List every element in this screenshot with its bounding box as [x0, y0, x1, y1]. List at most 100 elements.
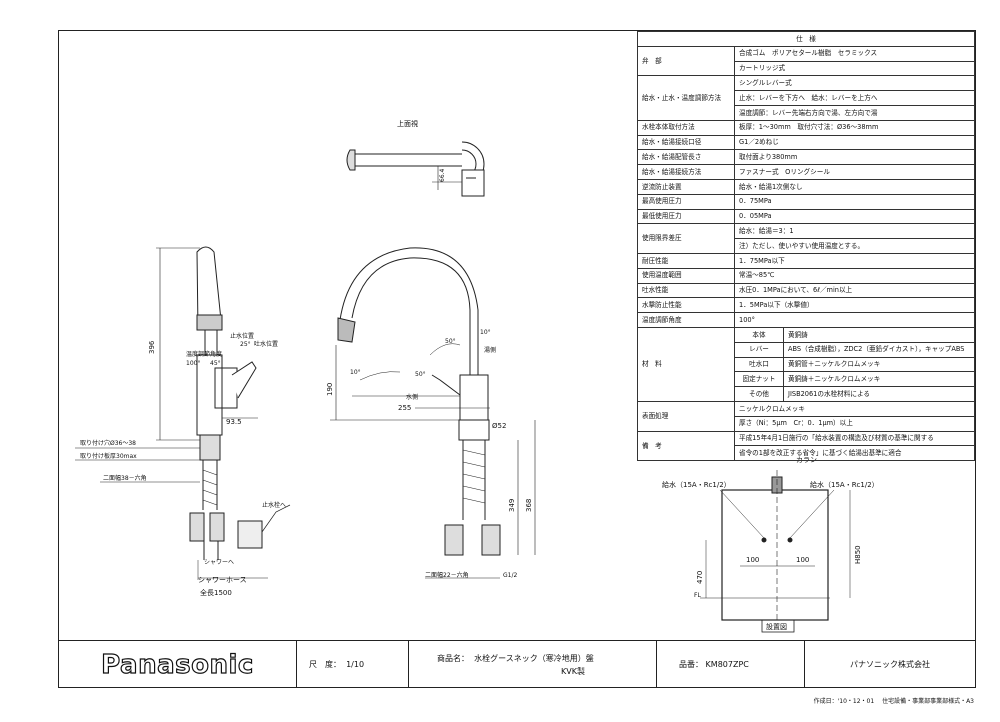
spec-row: 給水・給湯接続方法ファスナー式 Oリングシール — [637, 164, 975, 180]
dim-349: 349 — [508, 499, 516, 512]
company-cell: パナソニック株式会社 — [805, 641, 975, 688]
spec-row: 給水・給湯配管長さ取付面より380mm — [637, 149, 975, 166]
spec-label: 弁 部 — [637, 45, 735, 77]
angle-45-label: 45° — [210, 360, 221, 367]
material-value: 黄銅鋳＋ニッケルクロムメッキ — [783, 371, 975, 388]
spec-value: 止水：レバーを下方へ 給水：レバーを上方へ — [734, 90, 975, 106]
material-value: 黄銅鋳 — [783, 326, 975, 343]
g-half-label: G1/2 — [503, 572, 517, 579]
model-label: 品番： — [679, 660, 703, 669]
material-row: 材 料本体黄銅鋳 — [637, 326, 975, 402]
spec-label: 温度調節角度 — [637, 312, 735, 328]
spec-value: G1／2めねじ — [734, 134, 975, 151]
front-view — [330, 247, 536, 579]
dim-93-5: 93.5 — [226, 418, 242, 426]
spec-label: 吐水性能 — [637, 282, 735, 299]
shower-hose-label: シャワーホース — [198, 576, 247, 584]
spout-position-label: 吐水位置 — [254, 340, 278, 348]
spec-label: 備 考 — [637, 430, 735, 462]
spec-value: 板厚：1〜30mm 取付穴寸法：Ø36〜38mm — [734, 119, 975, 136]
cold-side-label: 水側 — [406, 393, 418, 401]
brand-cell: Panasonic — [59, 641, 297, 688]
spec-value: 厚さ（Ni：5μm Cr：0．1μm）以上 — [734, 415, 975, 432]
hot-water-valve-label: 止水栓へ — [262, 501, 286, 509]
angle-10-left: 10° — [350, 369, 361, 376]
material-value: 黄銅管＋ニッケルクロムメッキ — [783, 356, 975, 373]
angle-50-left: 50° — [415, 371, 426, 378]
product-label: 商品名： — [437, 653, 469, 663]
install-diagram — [700, 470, 851, 633]
spec-label: 給水・給湯配管長さ — [637, 149, 735, 166]
total-length-label: 全長1500 — [200, 588, 232, 597]
top-view — [346, 141, 485, 197]
angle-10-right: 10° — [480, 329, 491, 336]
material-value: JISB2061の水栓材料による — [783, 386, 975, 402]
spec-label: 耐圧性能 — [637, 252, 735, 269]
product-name: 水栓グースネック（寒冷地用）盤 — [474, 653, 594, 663]
hole-diameter-label: 取り付け穴Ø36〜38 — [80, 439, 136, 447]
material-part: レバー — [734, 341, 784, 358]
spec-value: 取付面より380mm — [734, 149, 975, 166]
spec-value: シングルレバー式 — [734, 75, 975, 92]
dim-190: 190 — [326, 383, 334, 396]
lever-angle-label: 温度調節角度 — [186, 350, 222, 358]
spec-header: 仕 様 — [637, 31, 975, 47]
top-view-label: 上面視 — [397, 119, 418, 128]
plate-thickness-label: 取り付け板厚30max — [80, 452, 137, 460]
shower-to-label: シャワーへ — [204, 559, 234, 566]
spec-label: 給水・給湯接続方法 — [637, 164, 735, 180]
spec-table: 仕 様弁 部合成ゴム ポリアセタール樹脂 セラミックスカートリッジ式給水・止水・… — [637, 31, 975, 462]
model-number: KM807ZPC — [705, 660, 749, 669]
spec-value: 給水：給湯＝3：1 — [734, 223, 975, 240]
panasonic-logo: Panasonic — [101, 649, 254, 680]
spec-value: 給水・給湯1次側なし — [734, 178, 975, 195]
spec-value: 1．5MPa以下（水撃値） — [734, 297, 975, 314]
install-caption: 設置図 — [766, 622, 787, 631]
product-maker: KVK製 — [561, 666, 585, 676]
company-name: パナソニック株式会社 — [850, 660, 930, 669]
spec-label: 最高使用圧力 — [637, 193, 735, 210]
side-view — [75, 246, 291, 580]
spec-value: ファスナー式 Oリングシール — [734, 164, 975, 180]
spec-value: 常温〜85℃ — [734, 267, 975, 284]
stop-position-label: 止水位置 — [230, 332, 254, 340]
spec-header-row: 仕 様 — [637, 31, 975, 47]
spec-label: 逆流防止装置 — [637, 178, 735, 195]
dim-255: 255 — [398, 404, 411, 412]
spec-label: 使用限界差圧 — [637, 223, 735, 254]
material-part: 固定ナット — [734, 371, 784, 388]
dim-h850: H850 — [854, 545, 862, 564]
spec-value: 水圧0．1MPaにおいて、6ℓ／min以上 — [734, 282, 975, 299]
dim-470: 470 — [696, 571, 704, 584]
spec-row: 水栓本体取付方法板厚：1〜30mm 取付穴寸法：Ø36〜38mm — [637, 119, 975, 136]
spec-label: 水撃防止性能 — [637, 297, 735, 314]
footer-note: 作成日：'10・12・01 住宅設備・事業部事業部様式・A3 — [813, 698, 974, 705]
hex-width-left-label: 二面幅38－六角 — [103, 474, 147, 482]
spec-value: 100° — [734, 312, 975, 328]
dim-dia-52: Ø52 — [492, 422, 506, 430]
hot-side-label: 湯側 — [484, 346, 496, 354]
dim-100-a: 100 — [746, 556, 759, 564]
material-part: 吐水口 — [734, 356, 784, 373]
spec-value: 0．75MPa — [734, 193, 975, 210]
dim-100-b: 100 — [796, 556, 809, 564]
spec-row: 使用限界差圧給水：給湯＝3：1 — [637, 223, 975, 254]
water-left-label: 給水（15A・Rc1/2） — [662, 480, 731, 489]
material-part: 本体 — [734, 326, 784, 343]
water-right-label: 給水（15A・Rc1/2） — [810, 480, 879, 489]
spec-value: 合成ゴム ポリアセタール樹脂 セラミックス — [734, 45, 975, 62]
scale-label: 尺 度： — [309, 660, 341, 669]
spec-value: 温度調節：レバー先端右方向で湯、左方向で湯 — [734, 104, 975, 121]
fl-label: FL — [694, 592, 701, 599]
model-cell: 品番： KM807ZPC — [657, 641, 805, 688]
spec-row: 使用温度範囲常温〜85℃ — [637, 267, 975, 284]
spec-label: 使用温度範囲 — [637, 267, 735, 284]
material-label: 材 料 — [637, 326, 735, 402]
spec-row: 逆流防止装置給水・給湯1次側なし — [637, 178, 975, 195]
spec-label: 給水・止水・温度調節方法 — [637, 75, 735, 121]
